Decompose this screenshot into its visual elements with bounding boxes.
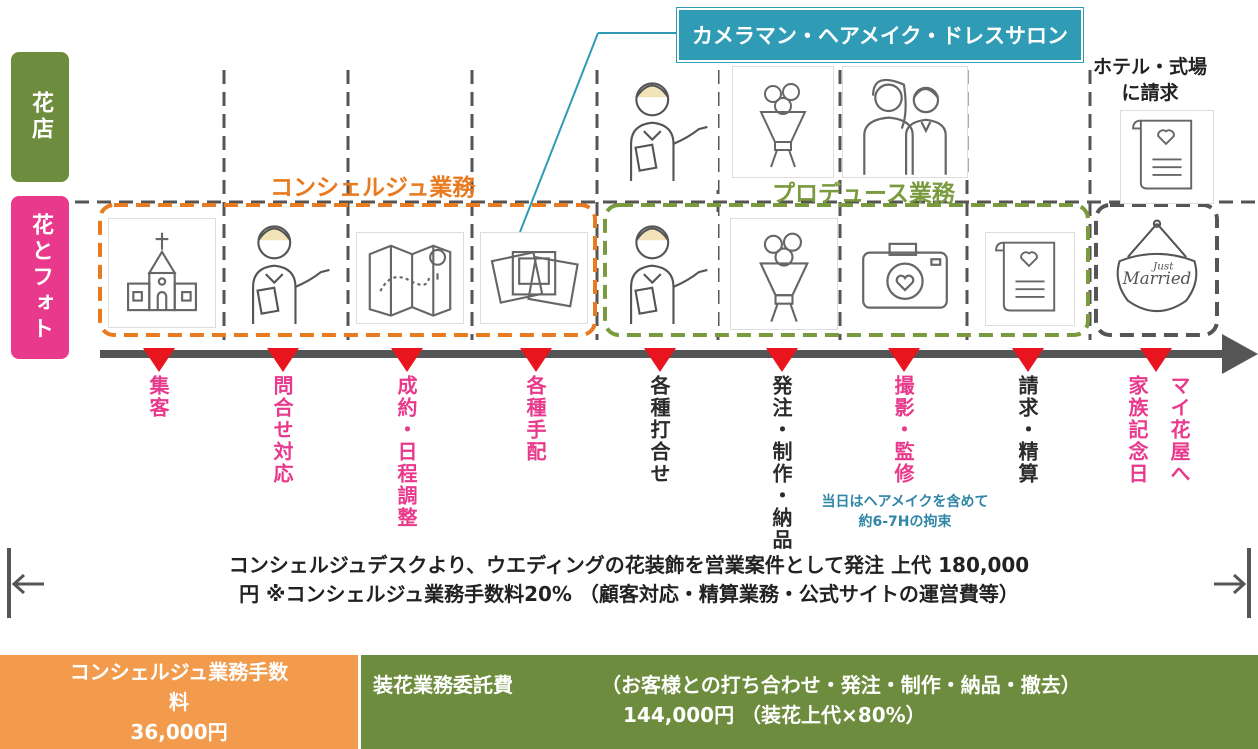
concierge-woman-icon bbox=[234, 212, 340, 330]
hotel-billing-label: ホテル・式場 に請求 bbox=[1092, 56, 1207, 104]
produce-group-label: プロデュース業務 bbox=[772, 181, 955, 207]
concierge-fee-title-1: コンシェルジュ業務手数 bbox=[69, 660, 289, 684]
step-marker bbox=[888, 348, 920, 372]
anniversary-group-box bbox=[1094, 203, 1219, 337]
callout-leader-line bbox=[519, 32, 599, 233]
hanatofoto-row-label: 花とフォト bbox=[11, 196, 69, 359]
concierge-group-label: コンシェルジュ業務 bbox=[270, 175, 476, 201]
concierge-fee-box: コンシェルジュ業務手数 料 36,000円 bbox=[0, 655, 358, 749]
step-label-7: 撮影・監修 bbox=[891, 375, 915, 485]
step-label-6: 発注・制作・納品 bbox=[769, 375, 793, 551]
vendor-callout: カメラマン・ヘアメイク・ドレスサロン bbox=[677, 8, 1083, 62]
order-description: コンシェルジュデスクより、ウエディングの花装飾を営業案件として発注 上代 180… bbox=[228, 553, 1030, 606]
step-label-9: 家族記念日 bbox=[1125, 375, 1149, 485]
bouquet-icon bbox=[732, 66, 834, 178]
step-marker bbox=[391, 348, 423, 372]
just-married-sign-icon: Married Just bbox=[1105, 215, 1209, 325]
produce-group-box bbox=[603, 203, 1090, 337]
step-label-8: 請求・精算 bbox=[1015, 375, 1039, 485]
map-icon bbox=[356, 232, 464, 324]
step-marker bbox=[644, 348, 676, 372]
step-marker bbox=[1012, 348, 1044, 372]
step-label-10: マイ花屋へ bbox=[1167, 375, 1191, 485]
concierge-woman-icon bbox=[612, 66, 718, 190]
church-icon bbox=[108, 218, 216, 328]
invoice-icon bbox=[1120, 110, 1214, 204]
floral-fee-box: 装花業務委託費 （お客様との打ち合わせ・発注・制作・納品・撤去） 144,000… bbox=[361, 655, 1258, 749]
concierge-woman-icon bbox=[612, 212, 718, 330]
timeline-arrowhead bbox=[1222, 334, 1258, 374]
bouquet-icon bbox=[730, 218, 838, 330]
florist-row-label: 花店 bbox=[11, 52, 69, 182]
step-marker bbox=[766, 348, 798, 372]
step-label-5: 各種打合せ bbox=[647, 375, 671, 485]
step-label-1: 集客 bbox=[146, 375, 170, 419]
shoot-note: 当日はヘアメイクを含めて 約6-7Hの拘束 bbox=[821, 494, 989, 530]
svg-text:Married: Married bbox=[1122, 269, 1192, 288]
step-marker bbox=[1140, 348, 1172, 372]
couple-icon bbox=[842, 66, 968, 178]
step-marker bbox=[267, 348, 299, 372]
concierge-fee-title-2: 料 bbox=[169, 690, 189, 714]
step-markers bbox=[143, 348, 1172, 372]
photos-icon bbox=[480, 232, 588, 324]
step-label-3: 成約・日程調整 bbox=[394, 375, 418, 529]
step-marker bbox=[143, 348, 175, 372]
step-label-4: 各種手配 bbox=[523, 375, 547, 463]
floral-fee-amount: 144,000円 （装花上代×80%） bbox=[623, 703, 926, 727]
concierge-fee-amount: 36,000円 bbox=[130, 720, 228, 744]
camera-icon bbox=[850, 225, 960, 321]
invoice-icon bbox=[985, 232, 1075, 326]
floral-fee-detail: （お客様との打ち合わせ・発注・制作・納品・撤去） bbox=[601, 673, 1081, 697]
step-label-2: 問合せ対応 bbox=[270, 375, 294, 485]
concierge-group-box bbox=[98, 203, 597, 337]
step-marker bbox=[520, 348, 552, 372]
floral-fee-title: 装花業務委託費 bbox=[373, 673, 513, 697]
svg-text:Just: Just bbox=[1151, 260, 1174, 272]
